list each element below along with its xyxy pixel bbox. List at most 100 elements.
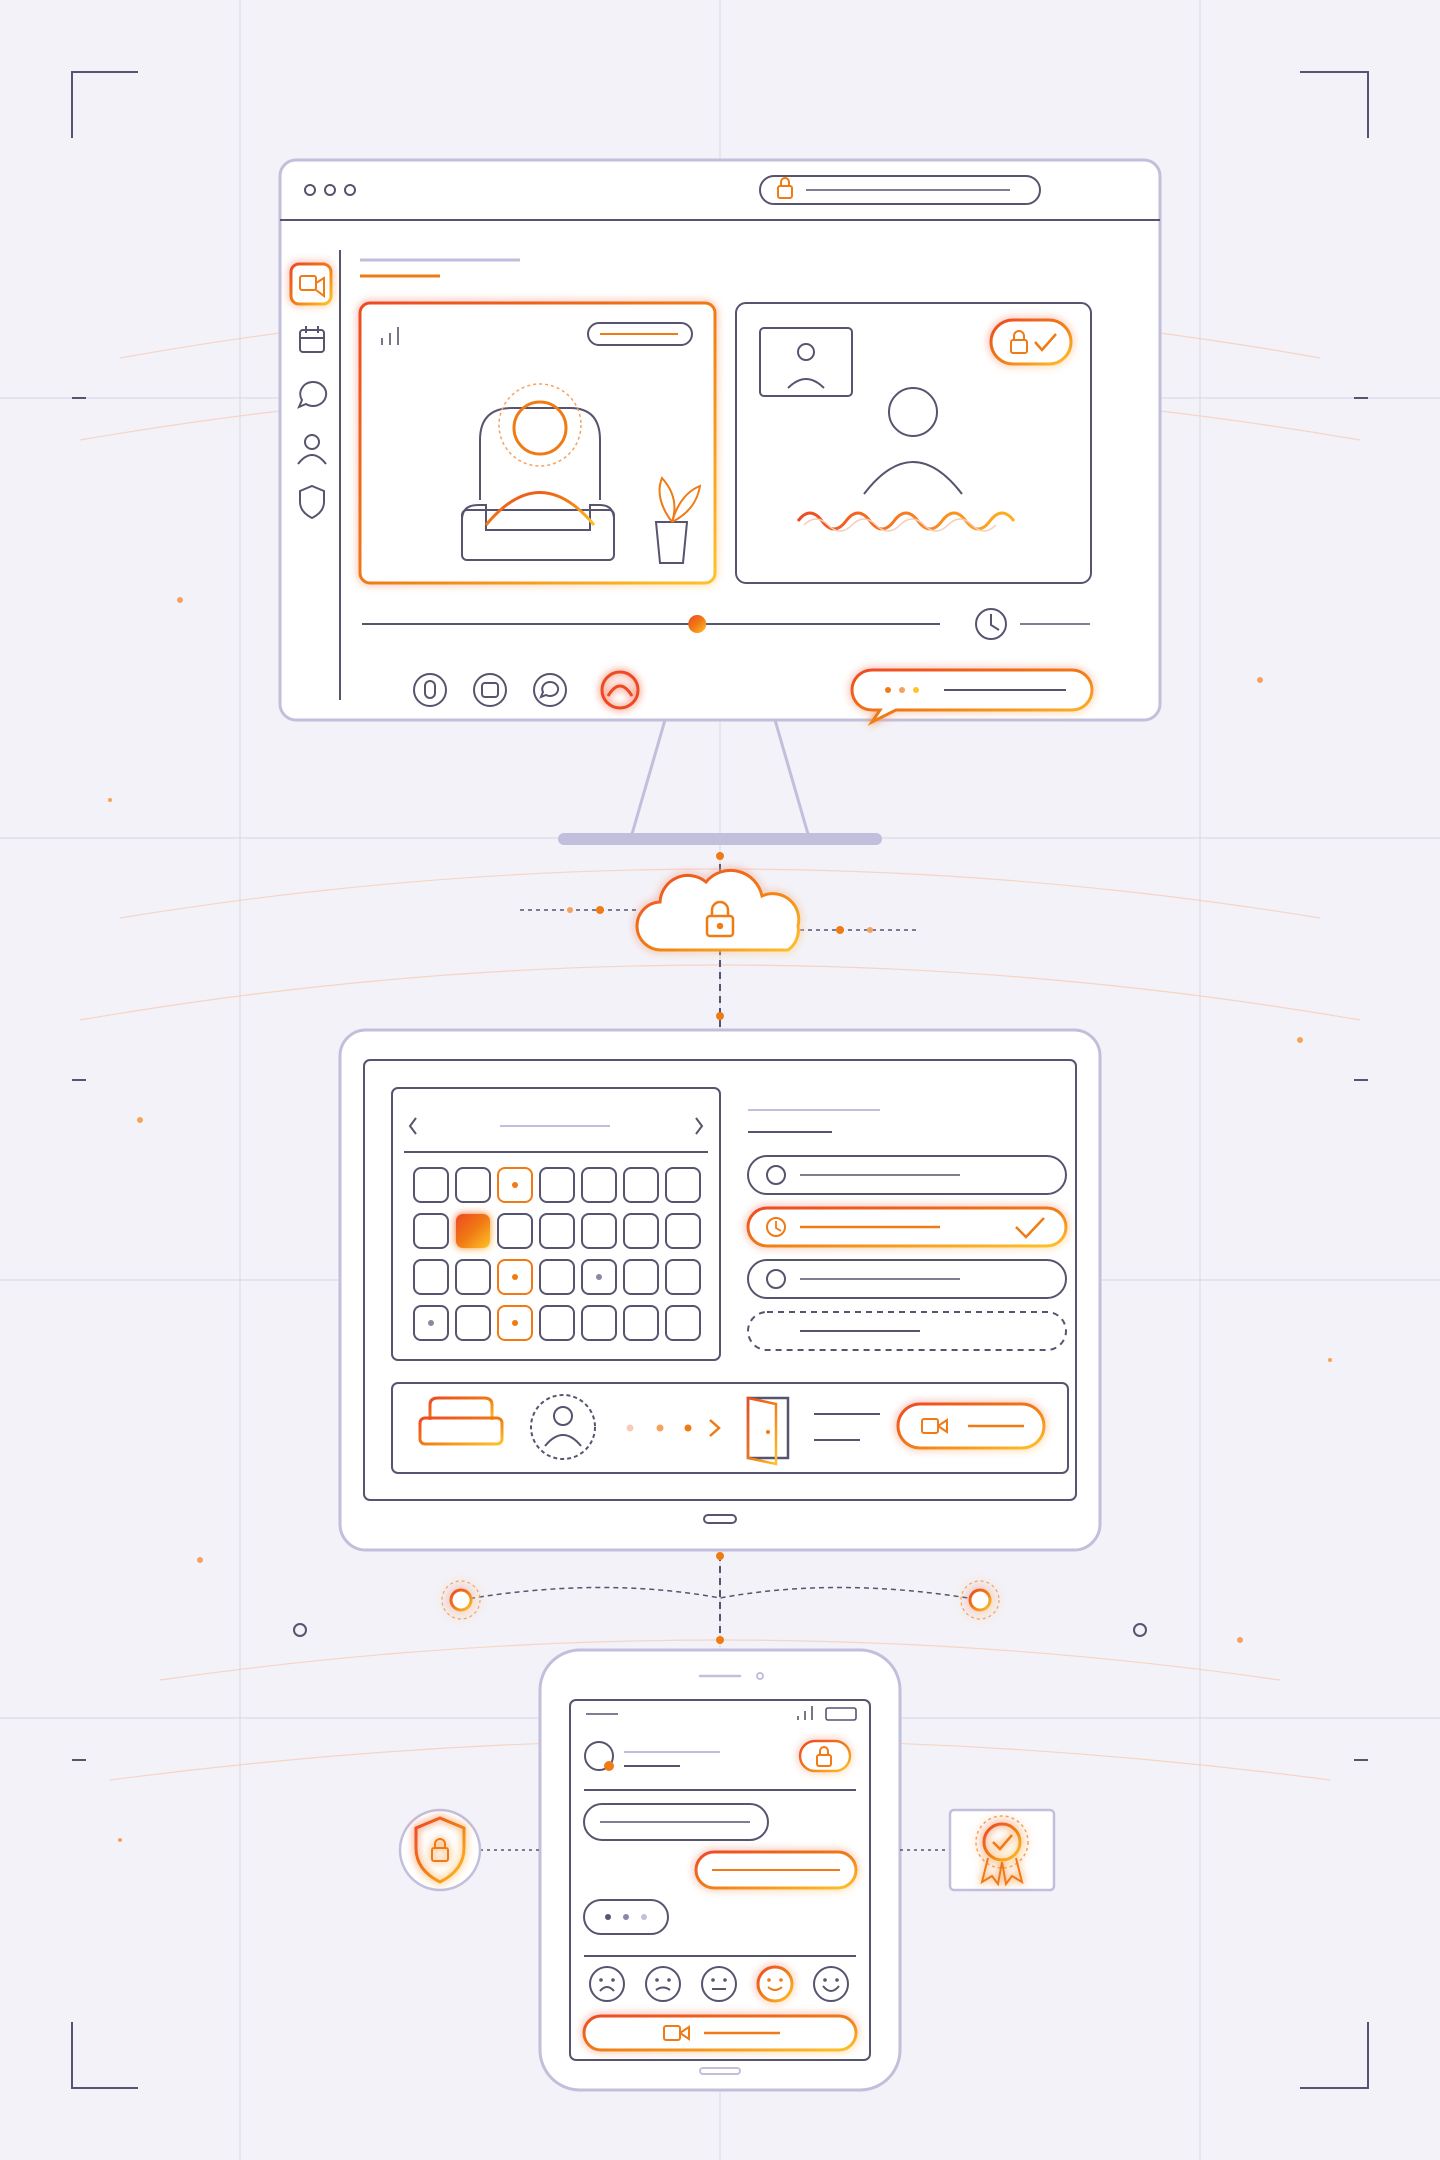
status-bar (586, 1706, 857, 1721)
calendar-day-cell[interactable] (455, 1259, 491, 1295)
video-camera-icon[interactable] (289, 262, 333, 306)
chat-icon[interactable] (297, 380, 328, 409)
chevron-right-icon[interactable] (695, 1117, 704, 1135)
calendar-day-cell[interactable] (623, 1305, 659, 1341)
calendar-day-cell[interactable] (665, 1213, 701, 1249)
check-icon (1015, 1217, 1045, 1239)
shield-icon[interactable] (299, 484, 325, 520)
join-video-button[interactable] (896, 1402, 1046, 1450)
decor-dots (108, 597, 1332, 1842)
lock-icon (816, 1746, 832, 1767)
calendar-day-cell[interactable] (665, 1259, 701, 1295)
time-slot-option[interactable] (747, 1259, 1067, 1299)
chevron-left-icon[interactable] (408, 1117, 417, 1135)
calendar-day-cell[interactable] (456, 1214, 490, 1248)
calendar-day-cell[interactable] (413, 1259, 449, 1295)
calendar-day-cell[interactable] (539, 1213, 575, 1249)
call-controls (413, 670, 640, 710)
stop-video-icon[interactable] (473, 673, 507, 707)
calendar-day-cell[interactable] (539, 1167, 575, 1203)
door-icon (746, 1396, 790, 1466)
video-camera-icon (663, 2025, 690, 2041)
calendar-day-cell[interactable] (581, 1167, 617, 1203)
armchair-icon (418, 1396, 504, 1456)
neutral-face-icon[interactable] (701, 1966, 737, 2002)
chevron-right-icon (709, 1419, 721, 1437)
sidebar (289, 262, 333, 520)
lock-badge[interactable] (798, 1739, 852, 1773)
monitor-base (558, 833, 882, 845)
calendar-day-cell[interactable] (413, 1305, 449, 1341)
corner-marks (71, 71, 1369, 2089)
doctor-avatar-icon (863, 387, 963, 495)
calendar-day-cell[interactable] (413, 1167, 449, 1203)
clock-icon (975, 608, 1007, 640)
very-sad-face-icon[interactable] (589, 1966, 625, 2002)
avatar (584, 1741, 614, 1771)
message-list (583, 1803, 858, 1935)
video-camera-icon (921, 1418, 948, 1434)
lock-icon (1010, 330, 1028, 354)
tablet (338, 1028, 1102, 1552)
progress-handle[interactable] (688, 615, 707, 633)
calendar-day-cell[interactable] (581, 1305, 617, 1341)
cloud-icon (635, 868, 801, 952)
mood-rating (589, 1965, 849, 2003)
calendar-day-cell[interactable] (497, 1259, 533, 1295)
calendar-widget (391, 1087, 721, 1361)
very-happy-face-icon[interactable] (813, 1966, 849, 2002)
calendar-day-cell[interactable] (455, 1167, 491, 1203)
progress-dots (626, 1419, 721, 1437)
happy-face-icon[interactable] (756, 1965, 794, 2003)
monitor-stand (630, 719, 810, 835)
sad-face-icon[interactable] (645, 1966, 681, 2002)
calendar-day-cell[interactable] (581, 1213, 617, 1249)
check-icon (1034, 333, 1057, 352)
calendar-day-cell[interactable] (455, 1305, 491, 1341)
chat-header (584, 1739, 852, 1773)
time-slot-option[interactable] (747, 1311, 1067, 1351)
message-outgoing (694, 1850, 858, 1890)
calendar-day-cell[interactable] (623, 1259, 659, 1295)
calendar-day-cell[interactable] (497, 1167, 533, 1203)
calendar-day-cell[interactable] (413, 1213, 449, 1249)
calendar-day-cell[interactable] (539, 1305, 575, 1341)
time-slot-option[interactable] (747, 1155, 1067, 1195)
decor-rings (293, 1623, 1147, 1637)
message-incoming (583, 1803, 769, 1841)
calendar-day-cell[interactable] (539, 1259, 575, 1295)
end-call-icon[interactable] (600, 670, 640, 710)
address-bar[interactable] (759, 175, 1041, 205)
chat-icon[interactable] (533, 673, 567, 707)
user-icon[interactable] (297, 434, 327, 465)
calendar-icon[interactable] (299, 326, 325, 353)
tablet-home-button[interactable] (703, 1514, 737, 1524)
calendar-day-cell[interactable] (623, 1213, 659, 1249)
microphone-icon[interactable] (413, 673, 447, 707)
video-tile-patient[interactable] (358, 301, 717, 585)
plant-icon (654, 476, 702, 564)
secure-cloud-link (520, 852, 916, 1048)
video-tile-doctor[interactable] (735, 302, 1092, 584)
start-video-call-button[interactable] (582, 2014, 858, 2052)
window-controls[interactable] (304, 184, 356, 196)
armchair-person-illustration (461, 383, 615, 561)
certification-badge (900, 1808, 1056, 1892)
self-view-thumbnail (759, 327, 853, 397)
calendar-day-cell[interactable] (665, 1167, 701, 1203)
typing-bubble (850, 668, 1094, 726)
calendar-day-cell[interactable] (623, 1167, 659, 1203)
security-shield-badge (398, 1808, 540, 1892)
call-progress-bar[interactable] (359, 615, 940, 633)
lock-icon (777, 177, 793, 199)
calendar-day-cell[interactable] (497, 1213, 533, 1249)
phone-home-indicator[interactable] (699, 2067, 741, 2075)
page-heading-lines (360, 258, 520, 278)
calendar-day-cell[interactable] (497, 1305, 533, 1341)
typing-indicator (583, 1899, 669, 1935)
time-slot-option[interactable] (746, 1206, 1068, 1248)
calendar-day-cell[interactable] (581, 1259, 617, 1295)
secure-badge (989, 318, 1073, 366)
calendar-day-cell[interactable] (665, 1305, 701, 1341)
user-icon (530, 1394, 596, 1460)
